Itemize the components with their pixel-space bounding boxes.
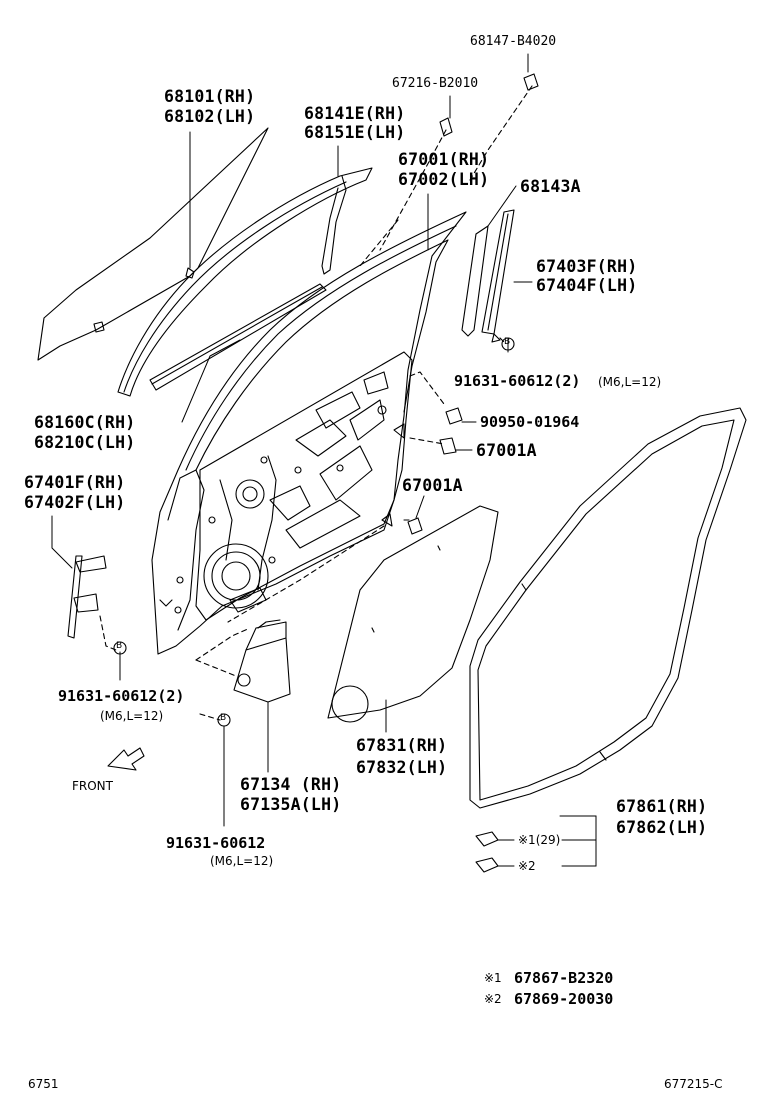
bolt-markers xyxy=(113,337,515,727)
marker-b-bottom: B xyxy=(220,713,227,723)
rear-sash xyxy=(481,209,515,343)
label-91631-60612-2-left: 91631-60612(2) xyxy=(58,687,185,705)
outer-weatherstrip xyxy=(149,283,327,391)
label-67862-lh: 67862(LH) xyxy=(616,818,708,837)
label-67403f-rh: 67403F(RH) xyxy=(536,257,638,276)
belt-molding xyxy=(461,225,489,337)
door-lock-module xyxy=(233,619,291,703)
front-arrow-icon xyxy=(107,747,145,771)
page-code-left: 6751 xyxy=(28,1077,59,1091)
marker-b-top: B xyxy=(504,337,511,347)
label-68147-b4020: 68147-B4020 xyxy=(470,34,557,49)
label-clip-note-1: ※1(29) xyxy=(518,833,561,847)
leader-lines xyxy=(51,53,597,867)
label-67404f-lh: 67404F(LH) xyxy=(536,276,638,295)
label-67135a-lh: 67135A(LH) xyxy=(240,795,342,814)
page-code-right: 677215-C xyxy=(664,1077,723,1091)
note-2-mark: ※2 xyxy=(484,992,502,1006)
label-67001-rh: 67001(RH) xyxy=(398,150,490,169)
label-68141e-rh: 68141E(RH) xyxy=(304,104,406,123)
label-68160c-rh: 68160C(RH) xyxy=(34,413,136,432)
label-68102-lh: 68102(LH) xyxy=(164,107,256,126)
label-68151e-lh: 68151E(LH) xyxy=(304,123,406,142)
label-90950-01964: 90950-01964 xyxy=(480,413,580,431)
front-sash xyxy=(67,555,107,639)
label-91631-spec-top: (M6,L=12) xyxy=(598,375,662,389)
note-1-mark: ※1 xyxy=(484,971,502,985)
service-hole-cover xyxy=(327,505,499,723)
door-panel xyxy=(151,211,467,655)
label-67402f-lh: 67402F(LH) xyxy=(24,493,126,512)
label-67001a-lower: 67001A xyxy=(402,476,463,495)
retainer-clips xyxy=(407,73,539,873)
label-67861-rh: 67861(RH) xyxy=(616,797,708,816)
label-68210c-lh: 68210C(LH) xyxy=(34,433,136,452)
label-68143a: 68143A xyxy=(520,177,581,196)
label-67832-lh: 67832(LH) xyxy=(356,758,448,777)
label-91631-60612-bottom: 91631-60612 xyxy=(166,834,266,852)
label-clip-note-2: ※2 xyxy=(518,859,536,873)
label-67002-lh: 67002(LH) xyxy=(398,170,490,189)
note-1-part: 67867-B2320 xyxy=(514,969,614,987)
label-67831-rh: 67831(RH) xyxy=(356,736,448,755)
label-91631-spec-bottom: (M6,L=12) xyxy=(210,854,274,868)
label-67001a-upper: 67001A xyxy=(476,441,537,460)
label-67134-rh: 67134 (RH) xyxy=(240,775,342,794)
label-67401f-rh: 67401F(RH) xyxy=(24,473,126,492)
assembly-lines xyxy=(99,85,533,721)
label-91631-spec-left: (M6,L=12) xyxy=(100,709,164,723)
door-weatherstrip xyxy=(469,407,747,809)
marker-b-left: B xyxy=(116,641,123,651)
label-91631-60612-2-top: 91631-60612(2) xyxy=(454,372,581,390)
label-68101-rh: 68101(RH) xyxy=(164,87,256,106)
label-67216-b2010: 67216-B2010 xyxy=(392,76,479,91)
note-2-part: 67869-20030 xyxy=(514,990,614,1008)
glass-run-channel xyxy=(117,167,373,397)
label-front: FRONT xyxy=(72,779,113,793)
door-glass xyxy=(37,127,269,361)
